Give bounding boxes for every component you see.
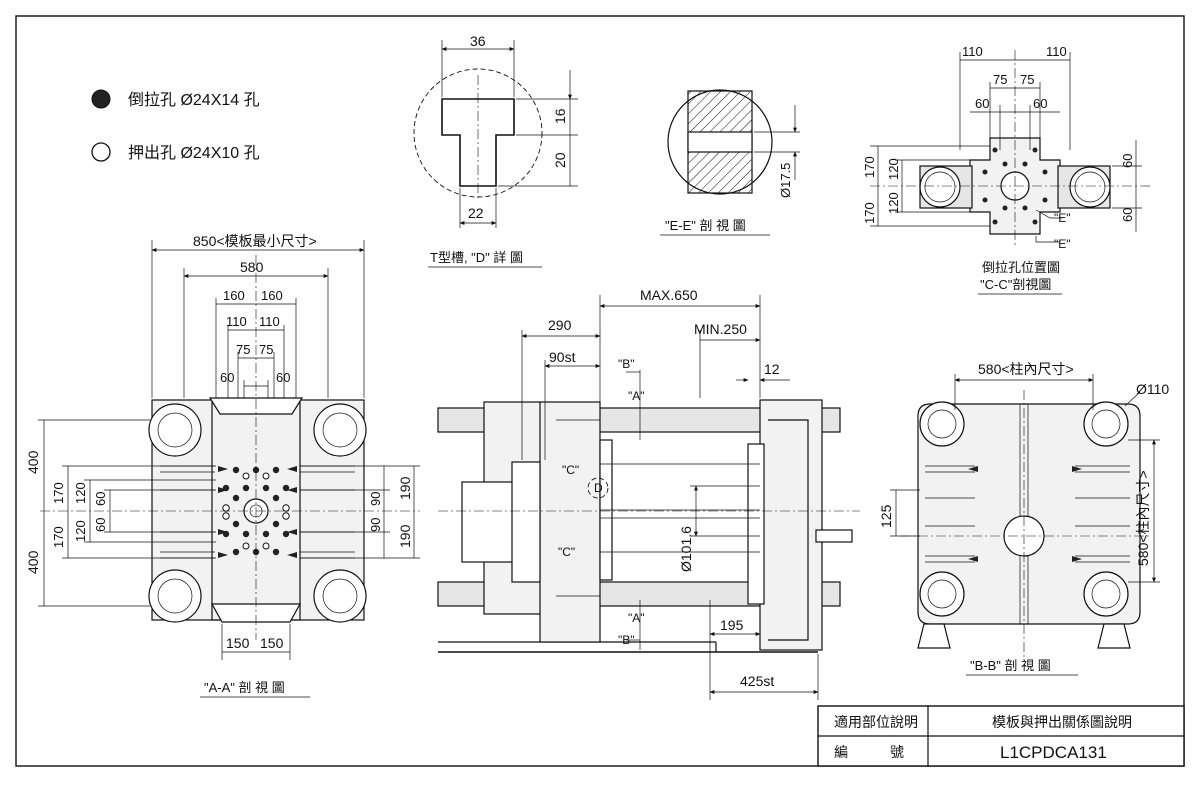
push-hole-symbol [91, 142, 111, 162]
dim-a-120-lower: 120 [73, 520, 88, 542]
dim-a-75-left: 75 [236, 342, 250, 357]
mark-c-bottom: "C" [558, 545, 575, 559]
dim-c-170-upper: 170 [862, 156, 877, 178]
label-aa: "A-A" 剖 視 圖 [204, 680, 285, 695]
label-ee: "E-E" 剖 視 圖 [665, 218, 746, 233]
label-cc-bottom: "C-C"剖視圖 [980, 277, 1051, 292]
title-row1-value: 模板與押出關係圖說明 [992, 714, 1132, 730]
dim-a-850: 850<模板最小尺寸> [193, 233, 317, 249]
dim-a-580: 580 [240, 259, 264, 275]
dim-a-60-left: 60 [220, 370, 234, 385]
dim-b-580-vertical: 580<柱內尺寸> [1135, 470, 1151, 566]
dim-c-60-left: 60 [975, 96, 989, 111]
title-block: 適用部位說明 模板與押出關係圖說明 編 號 L1CPDCA131 [817, 705, 1185, 767]
mark-a-top: "A" [628, 389, 645, 403]
dim-a-190-lower: 190 [397, 524, 413, 548]
dim-a-60-upper: 60 [93, 492, 108, 506]
dim-a-160-right: 160 [261, 288, 283, 303]
legend-pull-hole: 倒拉孔 Ø24X14 孔 [128, 91, 260, 109]
dim-a-75-right: 75 [259, 342, 273, 357]
dim-c-75-right: 75 [1020, 72, 1034, 87]
dim-s-90st: 90st [549, 349, 576, 365]
mark-d: D [594, 481, 603, 495]
dim-s-max: MAX.650 [640, 287, 698, 303]
sheet-border [15, 15, 1185, 767]
mark-e-lower: "E" [1054, 237, 1071, 251]
aa-section: 850<模板最小尺寸> 580 160 160 110 110 75 75 60… [25, 233, 420, 698]
dim-a-150-right: 150 [260, 635, 284, 651]
dim-a-120-upper: 120 [73, 482, 88, 504]
dim-s-min: MIN.250 [694, 321, 747, 337]
dim-t-22: 22 [468, 205, 484, 221]
dim-c-120-lower: 120 [886, 192, 901, 214]
dim-a-90-upper: 90 [368, 492, 383, 506]
dim-t-16: 16 [552, 108, 568, 124]
dim-a-190-upper: 190 [397, 476, 413, 500]
dim-a-60-right: 60 [276, 370, 290, 385]
mark-e-upper: "E" [1054, 211, 1071, 225]
dim-a-400-lower: 400 [25, 550, 41, 574]
legend: 倒拉孔 Ø24X14 孔 押出孔 Ø24X10 孔 [91, 89, 260, 162]
dim-c-110-left: 110 [962, 44, 983, 59]
pull-hole-symbol [91, 89, 111, 109]
mark-c-top: "C" [562, 463, 579, 477]
dim-s-195: 195 [720, 617, 744, 633]
dim-s-425st: 425st [740, 673, 774, 689]
dim-s-101-6: Ø101.6 [678, 526, 694, 572]
dim-s-12: 12 [764, 361, 780, 377]
dim-a-170-lower: 170 [51, 526, 66, 548]
dim-c-60-right: 60 [1033, 96, 1047, 111]
label-cc-top: 倒拉孔位置圖 [982, 260, 1060, 275]
dim-c-110-right: 110 [1046, 44, 1067, 59]
dim-a-400-upper: 400 [25, 450, 41, 474]
dim-c-170-lower: 170 [862, 202, 877, 224]
mark-a-bottom: "A" [628, 611, 645, 625]
dim-a-110-right: 110 [259, 314, 280, 329]
dim-c-60-upper: 60 [1120, 154, 1135, 168]
dim-t-20: 20 [552, 152, 568, 168]
bb-section: 580<柱內尺寸> 580<柱內尺寸> Ø110 125 "B-B" 剖 視 圖 [878, 361, 1169, 676]
dim-e-17-5: Ø17.5 [778, 163, 793, 198]
title-row1-label: 適用部位說明 [834, 714, 918, 730]
dim-a-160-left: 160 [223, 288, 245, 303]
label-bb: "B-B" 剖 視 圖 [970, 658, 1051, 673]
dim-b-580: 580<柱內尺寸> [978, 361, 1074, 377]
dim-c-60-lower: 60 [1120, 208, 1135, 222]
legend-push-hole: 押出孔 Ø24X10 孔 [128, 144, 260, 162]
title-row2-label: 編 號 [834, 744, 904, 760]
dim-a-60-lower: 60 [93, 518, 108, 532]
dim-a-90-lower: 90 [368, 518, 383, 532]
dim-t-36: 36 [470, 33, 486, 49]
dim-s-290: 290 [548, 317, 572, 333]
title-row2-value: L1CPDCA131 [1000, 743, 1107, 762]
ee-section: Ø17.5 "E-E" 剖 視 圖 [660, 89, 800, 236]
dim-a-170-upper: 170 [51, 482, 66, 504]
dim-c-75-left: 75 [993, 72, 1007, 87]
dim-b-110: Ø110 [1136, 381, 1169, 397]
dim-a-110-left: 110 [226, 314, 247, 329]
dim-b-125: 125 [878, 504, 894, 528]
cc-section: 110 110 75 75 60 60 170 170 120 120 60 6… [862, 44, 1150, 295]
side-view: "B" "A" "A" "B" "C" "C" D MAX.650 MIN.25… [437, 287, 860, 700]
dim-a-150-left: 150 [226, 635, 250, 651]
dim-c-120-upper: 120 [886, 158, 901, 180]
tslot-detail: 36 16 20 22 T型槽, "D" 詳 圖 [413, 33, 578, 268]
label-tslot: T型槽, "D" 詳 圖 [430, 250, 523, 265]
mark-b-top: "B" [618, 357, 635, 371]
